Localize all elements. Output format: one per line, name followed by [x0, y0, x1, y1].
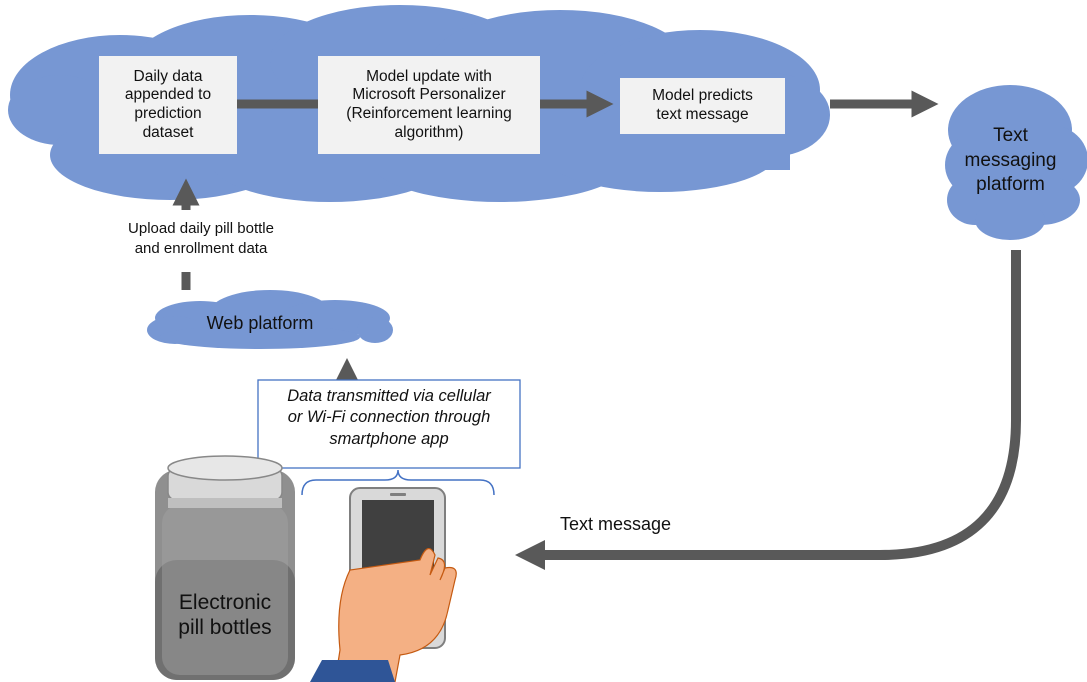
cloud-icon — [945, 85, 1087, 240]
transmission-callout-border — [257, 379, 521, 469]
step1-box: Daily data appended to prediction datase… — [99, 56, 237, 154]
step3-label: Model predicts text message — [652, 87, 753, 123]
arrow-text-message-return — [515, 250, 1021, 570]
pill-bottle-label: Electronic pill bottles — [178, 591, 272, 640]
step3-box: Model predicts text message — [620, 78, 785, 134]
text-message-label: Text message — [560, 514, 672, 534]
upload-label: Upload daily pill bottle and enrollment … — [128, 220, 274, 257]
pill-bottle-icon — [155, 455, 295, 680]
step2-box: Model update with Microsoft Personalizer… — [318, 56, 540, 154]
hand-icon — [310, 548, 457, 682]
text-platform-label: Text messaging platform — [964, 125, 1057, 196]
web-platform-label: Web platform — [206, 313, 314, 333]
phone-bracket — [301, 469, 495, 496]
cloud-icon — [147, 290, 393, 349]
step2-label: Model update with Microsoft Personalizer… — [346, 67, 512, 141]
step1-label: Daily data appended to prediction datase… — [124, 67, 212, 141]
transmission-label: Data transmitted via cellular or Wi-Fi c… — [287, 387, 491, 448]
